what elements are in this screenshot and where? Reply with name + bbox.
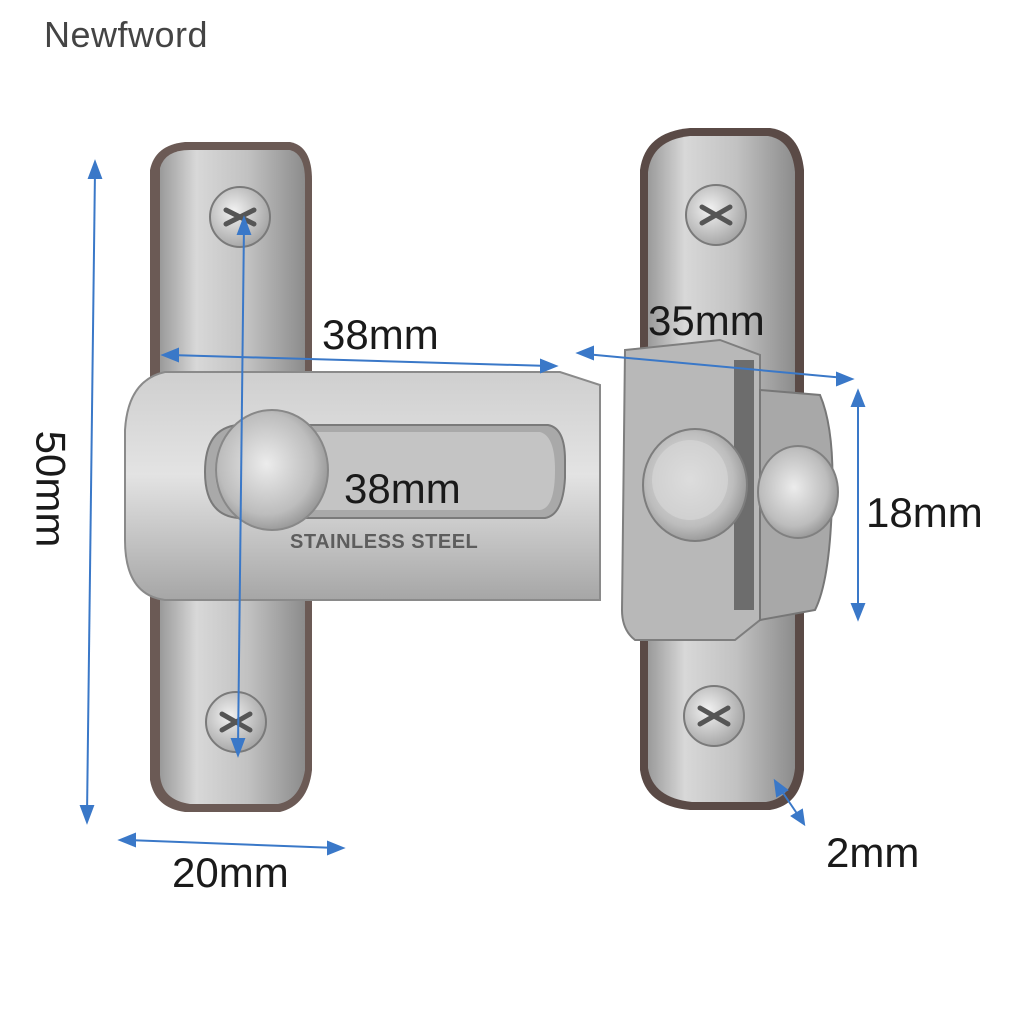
screw-top-left	[209, 186, 271, 248]
dimension-slot-label: 38mm	[344, 465, 461, 512]
dimension-height-label: 50mm	[27, 430, 75, 548]
brand-watermark: Newfword	[44, 14, 209, 55]
screw-top-right	[685, 184, 747, 246]
stainless-steel-engraving: STAINLESS STEEL	[290, 531, 478, 553]
dimension-right-width-label: 35mm	[648, 297, 765, 344]
dimension-right-height-label: 18mm	[866, 489, 983, 536]
dimension-lines	[79, 159, 866, 856]
latch-knob	[642, 428, 748, 542]
dimension-thickness-label: 2mm	[826, 829, 920, 876]
screw-bottom-right	[683, 685, 745, 747]
slot-knob	[215, 409, 329, 531]
screw-bottom-left	[205, 691, 267, 753]
dimension-top-bar-label: 38mm	[322, 311, 439, 358]
dimension-plate-width-label: 20mm	[172, 849, 289, 896]
